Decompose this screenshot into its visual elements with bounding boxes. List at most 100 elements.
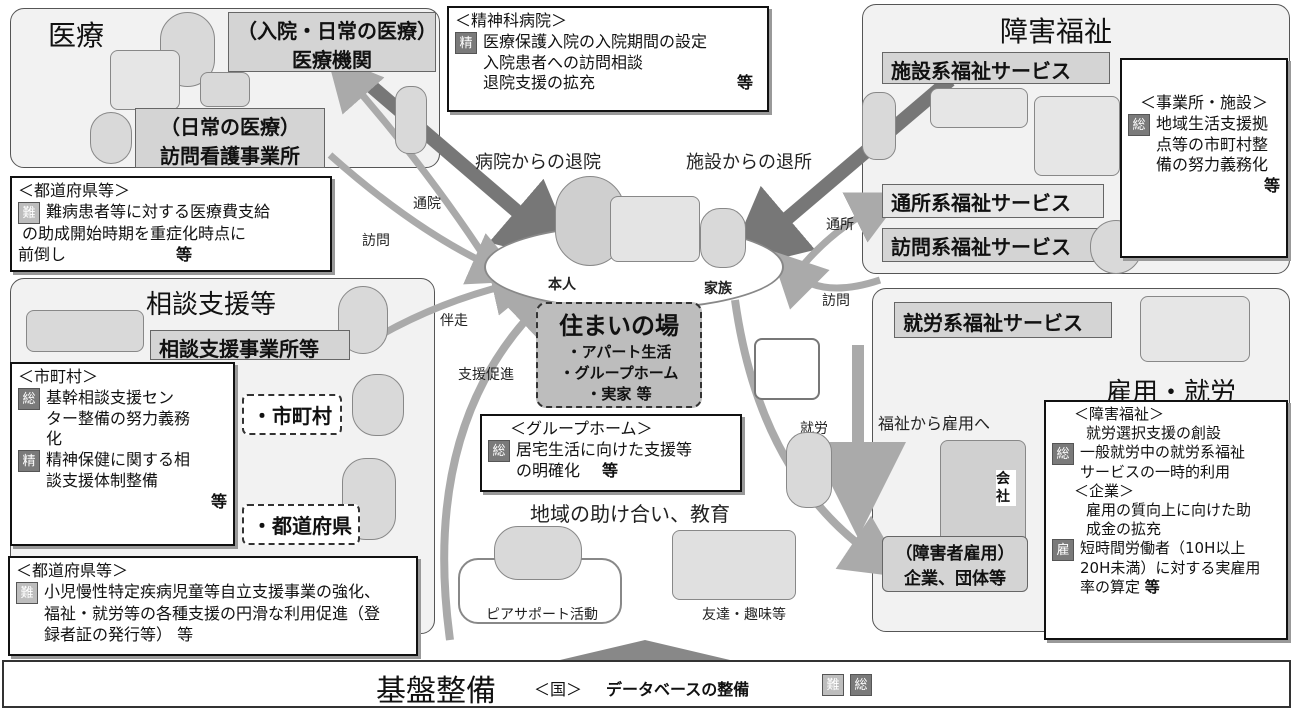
city-line: 化	[46, 429, 63, 449]
nursing-box: （日常の医療） 訪問看護事業所	[135, 108, 325, 168]
city-line: ター整備の努力義務	[46, 408, 191, 428]
tsuin-arrow	[326, 54, 483, 252]
nursing-line2: 訪問看護事業所	[160, 144, 300, 168]
discharge-hospital-label: 病院からの退院	[475, 152, 601, 173]
peer-label: ピアサポート活動	[486, 607, 598, 623]
friends-illustration	[672, 530, 796, 600]
emp-line: 一般就労中の就労系福祉	[1080, 443, 1246, 462]
houmon-right-arrow	[770, 250, 882, 310]
pref2-line: 録者証の発行等） 等	[44, 624, 194, 644]
person-label: 本人	[548, 277, 576, 293]
hospital-box: （入院・日常の医療） 医療機関	[228, 12, 437, 72]
pref1-line: 前倒し	[18, 244, 67, 264]
friends-label: 友達・趣味等	[702, 607, 786, 623]
emp-etc: 等	[1144, 577, 1160, 596]
pref2-head: ＜都道府県等＞	[16, 561, 129, 580]
psych-note-head: ＜精神科病院＞	[455, 11, 568, 30]
discharge-facility-label: 施設からの退所	[686, 152, 812, 173]
housing-item: ・アパート生活	[566, 343, 672, 361]
walking-person-right-illustration	[862, 92, 896, 160]
foundation-db: データベースの整備	[606, 680, 750, 699]
gh-line: の明確化	[516, 460, 581, 480]
shien-label: 支援促進	[458, 367, 514, 383]
city-badge1-icon: 総	[18, 387, 40, 410]
facility-building-illustration	[930, 88, 1028, 128]
office-line: 地域生活支援拠	[1156, 113, 1269, 133]
welfare-title: 障害福祉	[1000, 15, 1113, 48]
psych-line: 医療保護入院の入院期間の設定	[483, 31, 708, 51]
community-label: 地域の助け合い、教育	[530, 502, 730, 526]
houmon-left-label: 訪問	[362, 233, 390, 249]
family-illustration	[700, 208, 746, 268]
gh-line: 居宅生活に向けた支援等	[516, 439, 693, 459]
family-label: 家族	[704, 281, 732, 297]
housing-title: 住まいの場	[559, 312, 679, 340]
welfare-to-employment-label: 福祉から雇用へ	[878, 414, 991, 433]
company-line2: 企業、団体等	[904, 569, 1006, 589]
company-line1: （障害者雇用）	[895, 544, 1015, 564]
office-etc: 等	[1263, 176, 1280, 196]
gh-badge-icon: 総	[488, 439, 510, 462]
emp-line: サービスの一時的利用	[1080, 462, 1231, 481]
office-facility-note: ＜事業所・施設＞ 総 地域生活支援拠 点等の市町村整 備の努力義務化 等	[1120, 58, 1288, 258]
city-line: 基幹相談支援セン	[46, 387, 175, 407]
housing-box: 住まいの場 ・アパート生活 ・グループホーム ・実家 等	[536, 302, 702, 408]
foundation-country: ＜国＞	[534, 680, 583, 699]
psych-hospital-note: ＜精神科病院＞ 精 医療保護入院の入院期間の設定 入院患者への訪問相談 退院支援…	[447, 6, 769, 112]
municipal-staff-illustration	[352, 374, 404, 436]
emp-line: 雇用の質向上に向けた助	[1086, 500, 1252, 519]
city-note-head: ＜市町村＞	[18, 367, 99, 386]
office-building-illustration	[26, 310, 144, 352]
emp-head1: ＜障害福祉＞	[1074, 405, 1165, 423]
psych-badge-icon: 精	[455, 31, 477, 54]
psych-line: 退院支援の拡充	[483, 73, 596, 93]
pref2-line: 小児慢性特定疾病児童等自立支援事業の強化、	[44, 581, 381, 601]
ambulance-illustration	[200, 72, 250, 107]
city-etc: 等	[210, 491, 227, 511]
pref2-line: 福祉・就労等の各種支援の円滑な利用促進（登	[44, 603, 381, 623]
pref2-badge-icon: 難	[16, 581, 38, 604]
bansou-label: 伴走	[440, 313, 468, 329]
psych-line: 入院患者への訪問相談	[483, 52, 644, 72]
grouphome-note: ＜グループホーム＞ 総 居宅生活に向けた支援等 の明確化等	[480, 414, 742, 492]
gh-note-head: ＜グループホーム＞	[510, 419, 653, 438]
hospital-line2: 医療機関	[292, 48, 372, 72]
city-note: ＜市町村＞ 総 基幹相談支援セン ター整備の努力義務 化 精 精神保健に関する相…	[10, 362, 235, 546]
pref1-head: ＜都道府県等＞	[18, 181, 131, 200]
emp-line: 短時間労働者（10H以上	[1080, 539, 1246, 558]
housing-item: ・グループホーム	[559, 364, 679, 382]
pref1-badge-icon: 難	[18, 201, 40, 224]
emp-badge2-icon: 雇	[1052, 539, 1074, 562]
hospital-line1: （入院・日常の医療）	[237, 19, 437, 43]
company-box: （障害者雇用） 企業、団体等	[882, 536, 1028, 592]
employment-note: ＜障害福祉＞ 就労選択支援の創設 総 一般就労中の就労系福祉 サービスの一時的利…	[1044, 400, 1288, 640]
office-badge-icon: 総	[1128, 113, 1150, 136]
prefecture-box: ・都道府県	[242, 504, 360, 545]
foundation-badge1-icon: 難	[822, 674, 844, 696]
daycare-building-illustration	[1034, 96, 1120, 176]
psych-etc: 等	[736, 73, 753, 93]
office-line: 備の努力義務化	[1156, 155, 1269, 175]
nurse-illustration	[90, 112, 132, 164]
medical-title: 医療	[48, 19, 105, 52]
tsuin-label: 通院	[413, 196, 441, 212]
house-illustration	[610, 196, 700, 262]
emp-line: 20H未満）に対する実雇用	[1080, 558, 1261, 577]
prefecture-note-2: ＜都道府県等＞ 難 小児慢性特定疾病児童等自立支援事業の強化、 福祉・就労等の各…	[8, 556, 418, 656]
prefecture-note-1: ＜都道府県等＞ 難 難病患者等に対する医療費支給 の助成開始時期を重症化時点に …	[10, 176, 332, 272]
company-sign: 会社	[996, 470, 1016, 507]
consult-office-box: 相談支援事業所等	[150, 330, 350, 361]
peer-people-illustration	[494, 526, 582, 580]
emp-head2: ＜企業＞	[1074, 481, 1135, 500]
foundation-title: 基盤整備	[376, 674, 496, 709]
discharge-facility-arrow	[724, 74, 955, 273]
emp-line: 就労選択支援の創設	[1086, 424, 1222, 443]
work-service-box: 就労系福祉サービス	[894, 302, 1112, 338]
housing-item: ・実家 等	[586, 385, 652, 403]
telework-illustration	[754, 338, 820, 400]
emp-line: 率の算定	[1080, 577, 1141, 596]
businessman-illustration	[786, 432, 832, 508]
shien-arrow	[440, 277, 569, 641]
emp-line: 成金の拡充	[1086, 520, 1162, 539]
foundation-triangle	[560, 640, 730, 660]
